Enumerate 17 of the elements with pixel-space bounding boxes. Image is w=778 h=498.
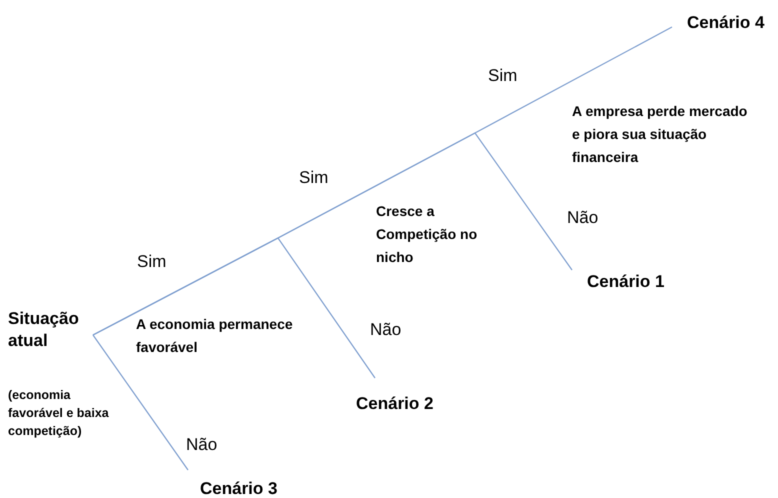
scenario-label: Cenário 2 <box>356 393 456 416</box>
branch-label: Sim <box>299 168 328 188</box>
branch-label: Sim <box>137 252 166 272</box>
edge-label: Sim <box>488 66 518 86</box>
condition-text: A empresa perde mercado e piora sua situação financeira <box>572 102 748 168</box>
condition-text: A economia permanece favorável <box>136 315 294 358</box>
scenario-label: Cenário 4 <box>687 12 777 34</box>
branch-line <box>92 26 672 336</box>
edge-label: Não <box>370 320 402 340</box>
edge-label: Não <box>186 435 218 455</box>
scenario-label: Cenário 3 <box>200 478 300 498</box>
condition-text: Cresce a Competição no nicho <box>376 202 478 268</box>
branch-line <box>92 334 188 470</box>
edge-label: Não <box>567 208 598 228</box>
note-text: (economia favorável e baixa competição) <box>8 387 110 440</box>
scenario-label: Cenário 1 <box>587 271 687 294</box>
scenario-label: Situação atual <box>8 308 94 352</box>
